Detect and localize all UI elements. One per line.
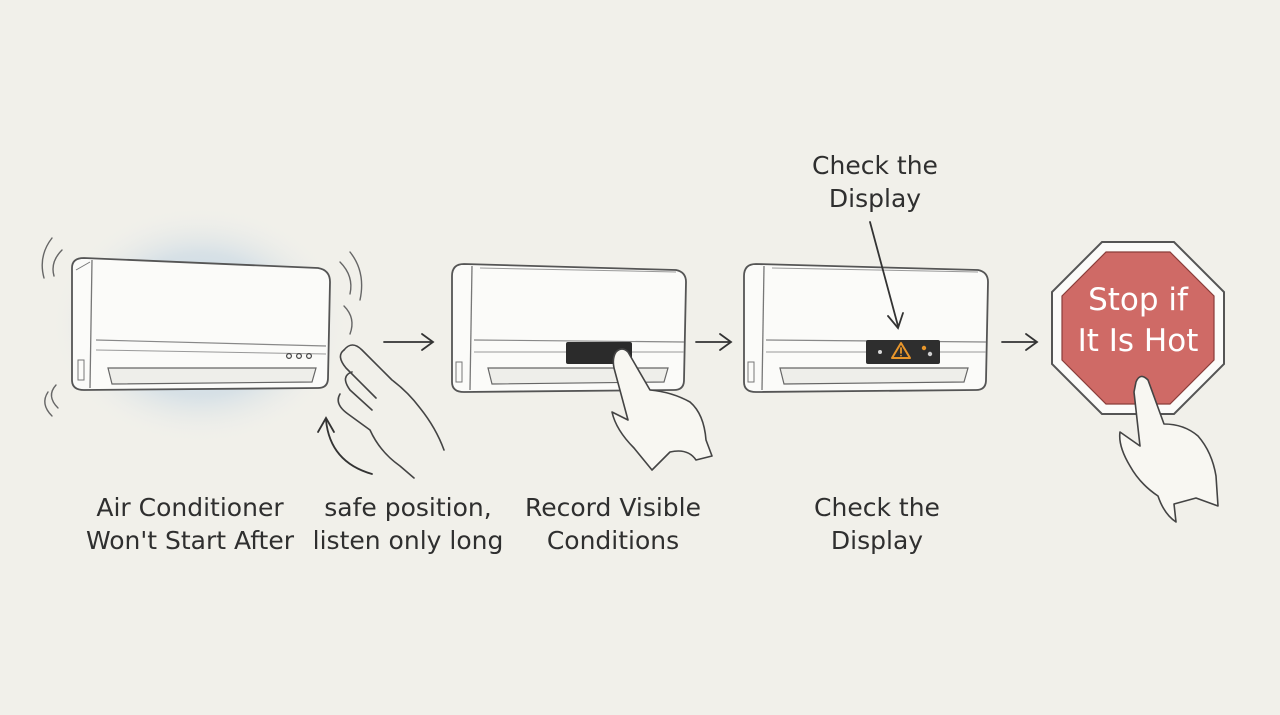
hand-icon [611,348,713,471]
step-1-line-1: Air Conditioner [96,493,284,522]
step-caption-3: Record Visible Conditions [514,491,712,557]
warning-icon [891,342,911,359]
stop-sign-icon [1051,241,1225,415]
curved-arrow-icon [317,416,373,475]
step-2-line-1: safe position, [324,493,492,522]
arrow-right-icon [695,333,733,351]
step-1-line-2: Won't Start After [85,526,295,555]
stop-sign-label: Stop if It Is Hot [1052,280,1224,362]
step-caption-2: safe position, listen only long [310,491,506,557]
stop-sign-line-2: It Is Hot [1077,323,1199,359]
step-caption-4: Check the Display [798,491,956,557]
ac-unit-icon [451,263,687,393]
step-caption-1: Air Conditioner Won't Start After [70,491,310,557]
step-4-line-2: Display [830,526,924,555]
callout-line-1: Check the [812,151,938,180]
callout-label: Check the Display [796,149,954,215]
step-2-line-2: listen only long [312,526,504,555]
hand-icon [1118,375,1219,523]
step-3-line-2: Conditions [546,526,680,555]
arrow-right-icon [383,333,435,351]
arrow-right-icon [1001,333,1039,351]
ac-unit-icon [743,263,989,393]
step-4-line-1: Check the [814,493,940,522]
callout-line-2: Display [828,184,922,213]
hand-icon [337,344,445,479]
callout-arrow-icon [869,221,904,330]
stop-sign-line-1: Stop if [1088,282,1188,318]
ac-unit-icon [41,205,363,445]
step-3-line-1: Record Visible [525,493,701,522]
